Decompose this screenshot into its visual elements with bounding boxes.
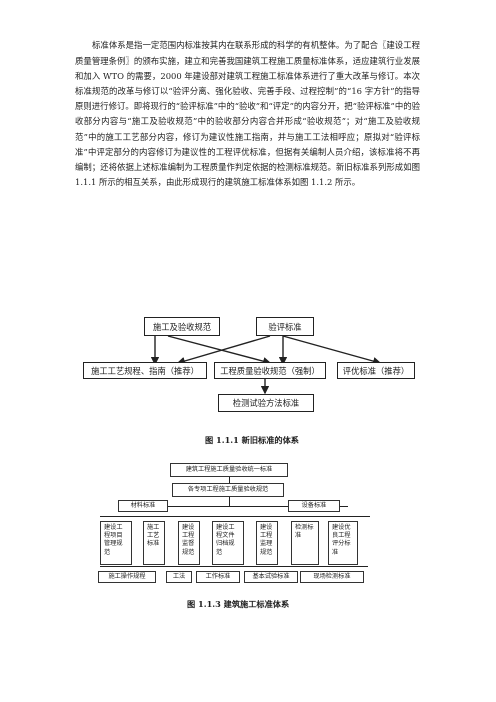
node-work-standards: 工作标准 bbox=[196, 571, 240, 583]
box-excellence-standard: 评优标准（推荐） bbox=[337, 362, 415, 379]
node-basic-testing-standards: 基本试验标准 bbox=[244, 571, 298, 583]
node-inspection-spec: 建设工程监理规范 bbox=[256, 521, 278, 565]
connector bbox=[100, 516, 370, 517]
body-paragraph: 标准体系是指一定范围内标准按其内在联系形成的科学的有机整体。为了配合〖建设工程质… bbox=[75, 40, 420, 188]
connector bbox=[229, 497, 230, 506]
box-evaluation-standard: 验评标准 bbox=[256, 317, 314, 336]
connector bbox=[229, 477, 230, 483]
node-materials-standard: 材料标准 bbox=[118, 500, 168, 512]
node-supervision-spec: 建设工程监督规范 bbox=[178, 521, 200, 565]
node-equipment-standard: 设备标准 bbox=[288, 500, 340, 512]
node-testing-standard: 检测标准 bbox=[291, 521, 319, 565]
box-quality-acceptance-spec: 工程质量验收规范（强制） bbox=[214, 362, 326, 379]
box-process-guide: 施工工艺规程、指南（推荐） bbox=[83, 362, 207, 379]
node-archiving-spec: 建设工程文件归档规范 bbox=[212, 521, 244, 565]
node-project-management-spec: 建设工程项目管理规范 bbox=[100, 521, 132, 565]
figure-2-caption: 图 1.1.3 建筑施工标准体系 bbox=[187, 599, 290, 609]
connector bbox=[100, 566, 368, 567]
box-testing-methods: 检测试验方法标准 bbox=[218, 394, 314, 412]
node-excellence-scoring: 建设优良工程评分标准 bbox=[328, 521, 358, 565]
box-construction-acceptance-spec: 施工及验收规范 bbox=[144, 317, 220, 336]
node-process-standard: 施工工艺标准 bbox=[143, 521, 165, 565]
node-construction-methods: 工法 bbox=[166, 571, 192, 583]
node-site-testing-standards: 现场检测标准 bbox=[300, 571, 364, 583]
node-specialized-specs: 各专项工程施工质量验收规范 bbox=[172, 483, 284, 497]
connector bbox=[118, 506, 348, 507]
node-operation-procedures: 施工操作规程 bbox=[98, 571, 156, 583]
figure-1-caption: 图 1.1.1 新旧标准的体系 bbox=[205, 435, 299, 445]
node-unified-standard: 建筑工程施工质量验收统一标准 bbox=[170, 463, 288, 477]
